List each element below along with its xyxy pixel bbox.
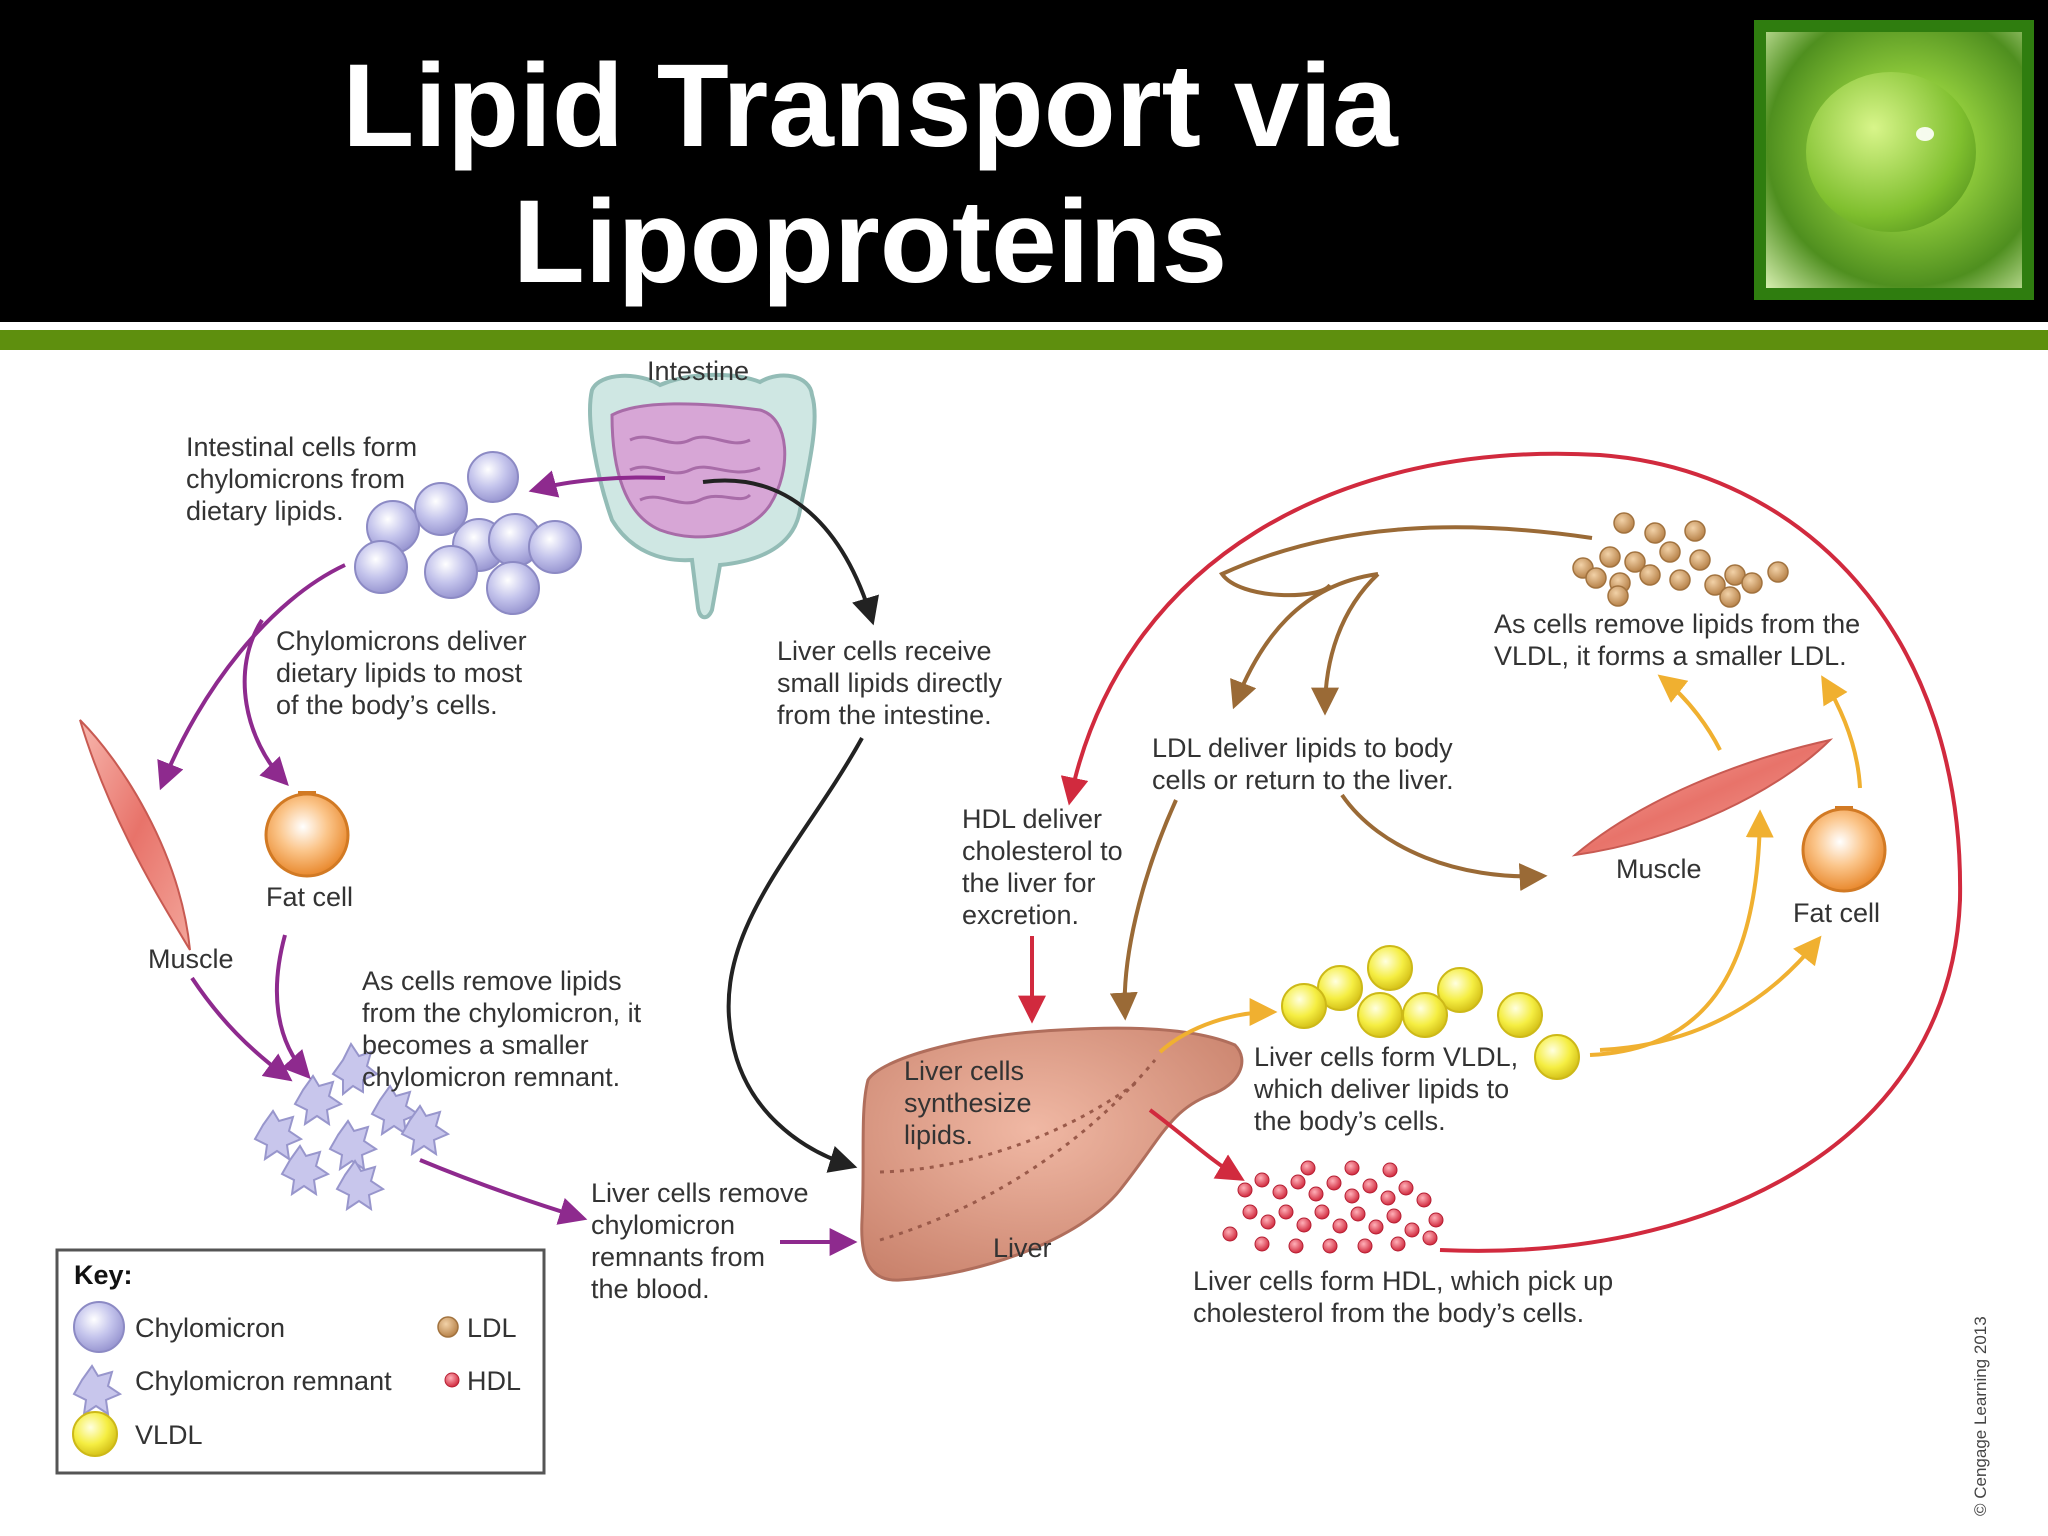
key-hdl-label: HDL [467, 1366, 521, 1396]
arrow-liver-to-hdl [1148, 1108, 1245, 1181]
accent-bar [0, 330, 2048, 350]
key-remnant-label: Chylomicron remnant [135, 1366, 392, 1396]
slide-title: Lipid Transport via Lipoproteins [250, 38, 1490, 310]
hdl-forms-caption: Liver cells form HDL, which pick up chol… [1193, 1266, 1621, 1328]
arrow-intestine-to-chylomicrons [528, 470, 666, 498]
fat-cell-right-label: Fat cell [1793, 898, 1880, 928]
vldl-cluster [1281, 945, 1580, 1080]
liver-label: Liver [993, 1233, 1052, 1263]
slide-header: Lipid Transport via Lipoproteins [0, 0, 2048, 322]
liver-inside-caption: Liver cells synthesize lipids. [904, 1056, 1039, 1150]
fat-cell-left-label: Fat cell [266, 882, 353, 912]
key-ldl-icon [437, 1316, 459, 1338]
arrow-remnant-to-liver-label [419, 1158, 588, 1225]
key-vldl-icon [72, 1411, 118, 1457]
remnant-forms-caption: As cells remove lipids from the chylomic… [362, 966, 649, 1092]
liver-receive-caption: Liver cells receive small lipids directl… [777, 636, 1010, 730]
arrow-chylomicrons-to-fat-cell [242, 618, 289, 787]
title-line-2: Lipoproteins [512, 176, 1228, 308]
intestine-illustration [588, 372, 817, 620]
chylomicron-remnant-cluster [253, 1042, 451, 1212]
fat-cell-left-illustration [264, 791, 350, 878]
green-pea-image [1806, 72, 1976, 232]
liver-remove-caption: Liver cells remove chylomicron remnants … [591, 1178, 816, 1304]
arrow-chylomicrons-to-muscle [157, 563, 346, 791]
copyright-text: © Cengage Learning 2013 [1971, 1316, 1990, 1516]
arrow-ldl-branch-down [1311, 572, 1380, 716]
arrow-ldl-to-body-cells [1218, 525, 1593, 598]
arrow-muscle-to-ldl [1657, 674, 1722, 751]
key-hdl-icon [444, 1372, 460, 1388]
liver-illustration [860, 1026, 1244, 1282]
key-remnant-icon [72, 1364, 123, 1417]
key-chylomicron-label: Chylomicron [135, 1313, 285, 1343]
intestinal-cells-caption: Intestinal cells form chylomicrons from … [186, 432, 425, 526]
intestine-label: Intestine [647, 356, 749, 386]
hdl-deliver-caption: HDL deliver cholesterol to the liver for… [962, 804, 1130, 930]
arrow-vldl-to-fat-cell [1599, 935, 1822, 1052]
fat-cell-right-illustration [1801, 806, 1887, 893]
muscle-left-label: Muscle [148, 944, 234, 974]
key-ldl-label: LDL [467, 1313, 517, 1343]
key-box: Key: Chylomicron Chylomicron remnant VLD… [55, 1248, 546, 1475]
arrow-ldl-branch-left [1230, 572, 1379, 710]
arrow-hdl-loop [1060, 451, 1963, 1253]
title-line-1: Lipid Transport via [342, 40, 1398, 172]
chylomicrons-deliver-caption: Chylomicrons deliver dietary lipids to m… [276, 626, 534, 720]
chylomicron-cluster [354, 451, 582, 615]
muscle-right-illustration [1571, 738, 1834, 857]
vldl-forms-caption: Liver cells form VLDL, which deliver lip… [1253, 1042, 1526, 1136]
arrow-liver-to-vldl [1158, 998, 1278, 1054]
key-vldl-label: VLDL [135, 1420, 203, 1450]
arrow-intestine-to-liver [726, 737, 864, 1173]
arrow-fat-cell-to-remnant [274, 934, 311, 1080]
arrow-muscle-to-remnant [190, 976, 293, 1082]
thumbnail-image [1754, 20, 2034, 300]
lipoprotein-diagram: Intestine [55, 356, 1990, 1516]
ldl-cluster [1572, 512, 1789, 608]
ldl-deliver-caption: LDL deliver lipids to body cells or retu… [1152, 733, 1460, 795]
key-chylomicron-icon [73, 1301, 125, 1353]
hdl-cluster [1222, 1160, 1444, 1254]
arrow-ldl-to-liver [1109, 799, 1178, 1021]
droplet-highlight [1916, 127, 1934, 141]
arrow-ldl-to-muscle [1340, 793, 1548, 892]
arrows [157, 451, 1963, 1256]
arrow-intestine-to-liver-caption [702, 478, 879, 626]
arrow-vldl-to-muscle [1589, 809, 1774, 1057]
muscle-left-illustration [79, 719, 191, 951]
muscle-right-label: Muscle [1616, 854, 1702, 884]
arrow-fat-cell-to-ldl [1821, 675, 1862, 789]
key-title: Key: [74, 1260, 133, 1290]
ldl-forms-caption: As cells remove lipids from the VLDL, it… [1494, 609, 1868, 671]
